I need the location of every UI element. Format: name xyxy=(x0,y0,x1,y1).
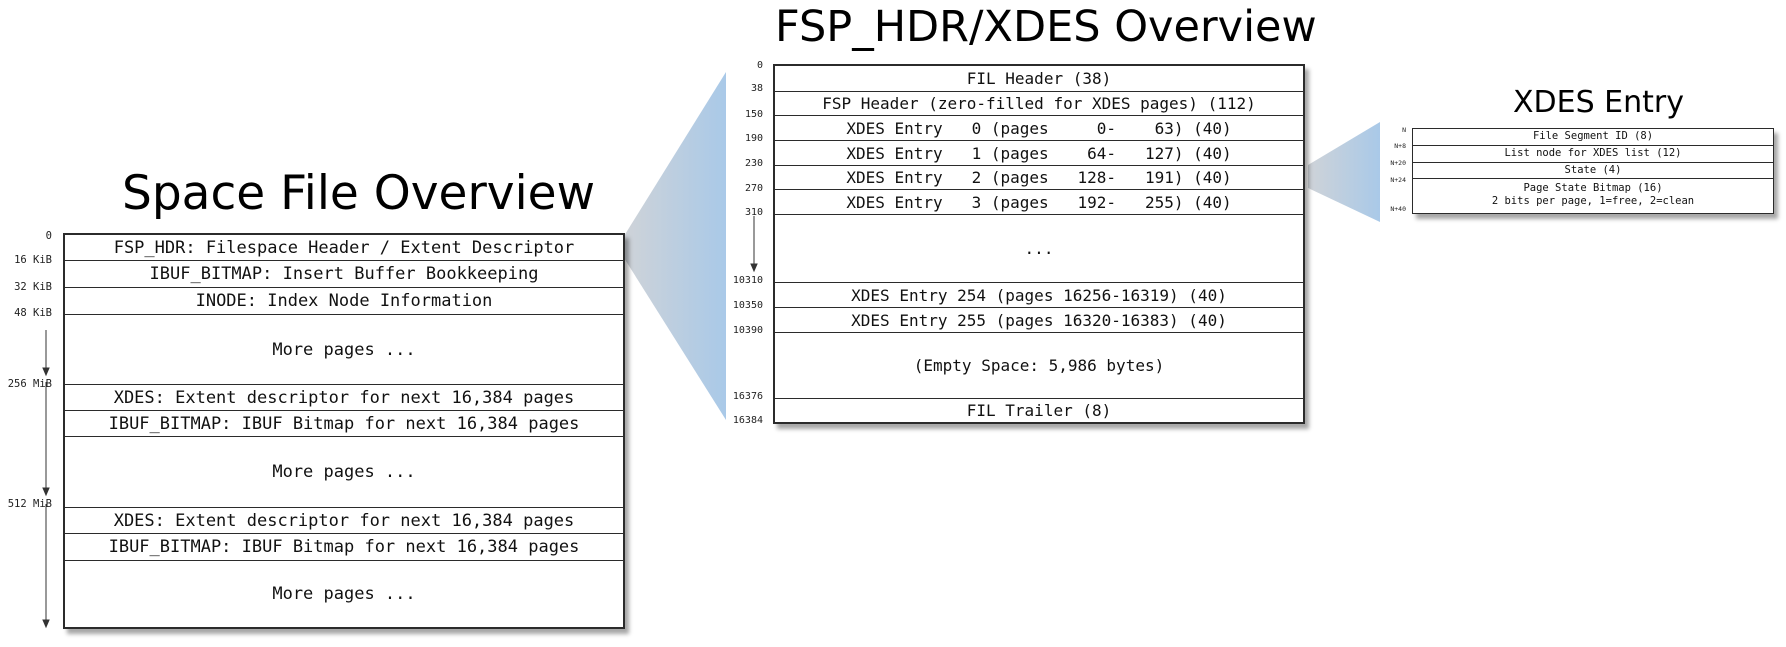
offset-label: 10310 xyxy=(732,275,763,286)
fsp-hdr-row: FIL Trailer (8) xyxy=(775,398,1303,422)
fsp-hdr-box: FIL Header (38) FSP Header (zero-filled … xyxy=(773,64,1305,424)
offset-label: N+24 xyxy=(1390,176,1406,184)
space-file-row: INODE: Index Node Information xyxy=(65,287,623,314)
space-file-row: IBUF_BITMAP: IBUF Bitmap for next 16,384… xyxy=(65,533,623,560)
offset-label: 256 MiB xyxy=(7,378,52,390)
offset-label: 0 xyxy=(756,60,763,71)
fsp-hdr-row: XDES Entry 2 (pages 128- 191) (40) xyxy=(775,165,1303,189)
offset-label: 48 KiB xyxy=(14,307,52,319)
xdes-entry-title: XDES Entry xyxy=(1513,85,1685,120)
offset-label: 16384 xyxy=(732,415,763,426)
offset-label: 230 xyxy=(744,158,763,169)
xdes-entry-box: File Segment ID (8) List node for XDES l… xyxy=(1412,128,1774,214)
space-file-box: FSP_HDR: Filespace Header / Extent Descr… xyxy=(63,233,625,629)
zoom-wedge-fsp-hdr xyxy=(624,72,726,420)
offset-label: 10350 xyxy=(732,300,763,311)
fsp-hdr-row: XDES Entry 3 (pages 192- 255) (40) xyxy=(775,189,1303,214)
space-file-row: FSP_HDR: Filespace Header / Extent Descr… xyxy=(113,237,575,258)
zoom-wedge-xdes-entry xyxy=(1308,122,1380,222)
space-file-title: Space File Overview xyxy=(122,166,596,221)
offset-label: 16 KiB xyxy=(14,254,52,266)
fsp-hdr-title: FSP_HDR/XDES Overview xyxy=(775,2,1317,52)
space-file-row: IBUF_BITMAP: Insert Buffer Bookkeeping xyxy=(65,260,623,287)
offset-label: 190 xyxy=(744,133,763,144)
offset-label: 310 xyxy=(744,207,763,218)
fsp-hdr-row: ... xyxy=(775,214,1303,282)
space-file-row: More pages ... xyxy=(65,436,623,507)
offset-label: 512 MiB xyxy=(7,498,52,510)
xdes-entry-row: File Segment ID (8) xyxy=(1532,130,1654,143)
space-file-row: XDES: Extent descriptor for next 16,384 … xyxy=(65,384,623,410)
offset-label: 150 xyxy=(744,109,763,120)
offset-label: 32 KiB xyxy=(14,281,52,293)
fsp-hdr-row: (Empty Space: 5,986 bytes) xyxy=(775,332,1303,398)
space-file-row: More pages ... xyxy=(65,314,623,384)
offset-label: 16376 xyxy=(732,391,763,402)
offset-label: 270 xyxy=(744,183,763,194)
offset-label: 0 xyxy=(45,230,52,242)
offset-label: N xyxy=(1402,126,1406,134)
xdes-entry-row: Page State Bitmap (16) 2 bits per page, … xyxy=(1413,178,1773,211)
offset-label: 38 xyxy=(750,83,763,94)
offset-label: 10390 xyxy=(732,325,763,336)
fsp-hdr-row: FSP Header (zero-filled for XDES pages) … xyxy=(775,91,1303,115)
xdes-entry-row: State (4) xyxy=(1413,162,1773,178)
offset-label: N+20 xyxy=(1390,159,1406,167)
fsp-hdr-row: XDES Entry 254 (pages 16256-16319) (40) xyxy=(775,282,1303,307)
xdes-entry-row: List node for XDES list (12) xyxy=(1413,145,1773,162)
space-file-row: More pages ... xyxy=(65,560,623,627)
fsp-hdr-row: XDES Entry 1 (pages 64- 127) (40) xyxy=(775,140,1303,165)
fsp-hdr-row: FIL Header (38) xyxy=(966,69,1112,88)
space-file-row: IBUF_BITMAP: IBUF Bitmap for next 16,384… xyxy=(65,410,623,436)
fsp-hdr-row: XDES Entry 0 (pages 0- 63) (40) xyxy=(775,115,1303,140)
offset-label: N+8 xyxy=(1394,142,1406,150)
fsp-hdr-row: XDES Entry 255 (pages 16320-16383) (40) xyxy=(775,307,1303,332)
offset-label: N+40 xyxy=(1390,205,1406,213)
space-file-row: XDES: Extent descriptor for next 16,384 … xyxy=(65,507,623,533)
